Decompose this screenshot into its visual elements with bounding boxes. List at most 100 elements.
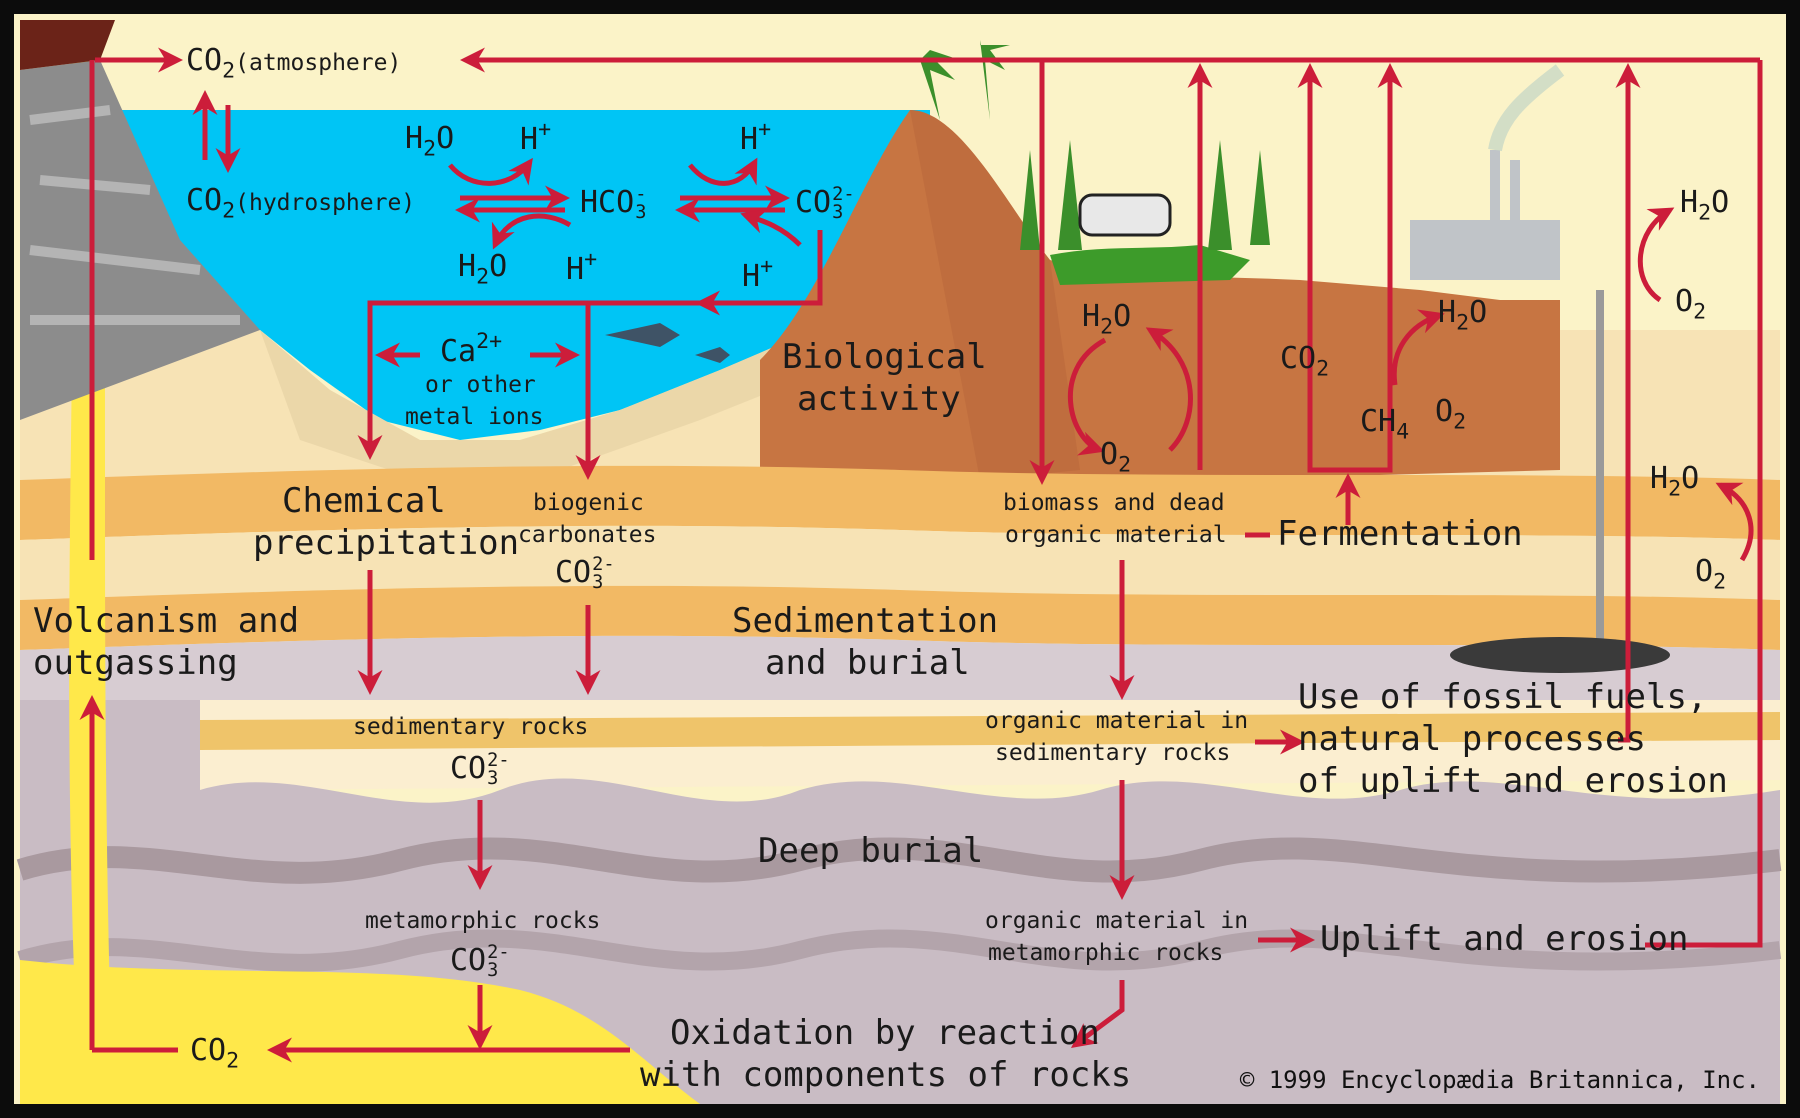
subscript: 2 (1698, 201, 1711, 226)
h-text: H (566, 252, 584, 287)
co-text: CO (186, 43, 222, 78)
h-text: H (740, 122, 758, 157)
h-text: H (1438, 295, 1456, 330)
h-text: H (742, 259, 760, 294)
subscript: 2 (1668, 477, 1681, 502)
o2-label: O2 (1675, 285, 1706, 325)
co-text: CO (450, 751, 486, 786)
superscript: + (538, 117, 551, 142)
metamorphic-rocks-label: metamorphic rocks (365, 908, 600, 934)
ch-text: CH (1360, 404, 1396, 439)
co-text: CO (1280, 341, 1316, 376)
atmosphere-text: (atmosphere) (235, 50, 401, 76)
biomass-label-1: biomass and dead (1003, 490, 1225, 516)
o-text: O (1681, 461, 1699, 496)
h-plus-label: H+ (742, 255, 773, 294)
superscript: 2- (832, 186, 854, 204)
co3-label: CO2-3 (795, 186, 855, 221)
ch4-label: CH4 (1360, 405, 1409, 445)
h2o-label: H2O (1680, 186, 1729, 226)
o-text: O (436, 121, 454, 156)
h2o-label: H2O (458, 250, 507, 290)
h-text: H (1680, 185, 1698, 220)
h-text: H (1650, 461, 1668, 496)
superscript: 2+ (476, 329, 502, 354)
biological-label-2: activity (797, 380, 961, 419)
subscript: 3 (487, 770, 509, 788)
subscript: 3 (592, 574, 614, 592)
deep-burial-label: Deep burial (758, 832, 983, 871)
hco-text: HCO (580, 185, 634, 220)
sedimentation-label-2: and burial (765, 644, 970, 683)
volcanism-label-1: Volcanism and (33, 602, 299, 641)
subscript: 2 (1453, 410, 1466, 435)
ca-line3: metal ions (405, 404, 543, 430)
chemical-label-2: precipitation (253, 524, 519, 563)
superscript: + (758, 117, 771, 142)
superscript: 2- (487, 944, 509, 962)
h-text: H (405, 121, 423, 156)
fossil-label-3: of uplift and erosion (1298, 762, 1728, 801)
hydrosphere-text: (hydrosphere) (235, 190, 415, 216)
ca-label: Ca2+ (440, 330, 502, 369)
fermentation-label: Fermentation (1277, 515, 1523, 554)
ca-line2: or other (425, 372, 536, 398)
h-plus-label: H+ (520, 118, 551, 157)
co-text: CO (450, 943, 486, 978)
h2o-label: H2O (1082, 300, 1131, 340)
chemical-label-1: Chemical (282, 482, 446, 521)
biogenic-label-1: biogenic (533, 490, 644, 516)
copyright-notice: © 1999 Encyclopædia Britannica, Inc. (1240, 1066, 1760, 1094)
o-text: O (1675, 284, 1693, 319)
subscript: 3 (832, 204, 854, 222)
co2-atmosphere-label: CO2(atmosphere) (186, 44, 401, 84)
subscript: 2 (476, 265, 489, 290)
subscript: 2 (1100, 315, 1113, 340)
subscript: 4 (1396, 420, 1409, 445)
fossil-label-1: Use of fossil fuels, (1298, 678, 1707, 717)
o2-label: O2 (1100, 438, 1131, 478)
subscript: 2 (1693, 300, 1706, 325)
oxidation-label-2: with components of rocks (640, 1056, 1131, 1095)
sedimentation-label-1: Sedimentation (732, 602, 998, 641)
co-text: CO (186, 183, 222, 218)
subscript: 2 (1713, 570, 1726, 595)
subscript: 2 (1118, 453, 1131, 478)
oxidation-label-1: Oxidation by reaction (670, 1014, 1100, 1053)
subscript: 3 (635, 204, 646, 222)
o-text: O (1695, 554, 1713, 589)
o-text: O (1469, 295, 1487, 330)
o-text: O (1711, 185, 1729, 220)
h-text: H (1082, 299, 1100, 334)
co-text: CO (795, 185, 831, 220)
h2o-label: H2O (405, 122, 454, 162)
o-text: O (1100, 437, 1118, 472)
organic-sed-label-2: sedimentary rocks (995, 740, 1230, 766)
ca-text: Ca (440, 334, 476, 369)
organic-sed-label-1: organic material in (985, 708, 1248, 734)
h-text: H (520, 122, 538, 157)
volcanism-label-2: outgassing (33, 644, 238, 683)
o-text: O (1435, 394, 1453, 429)
biomass-label-2: organic material (1005, 522, 1227, 548)
subscript: 2 (1316, 357, 1329, 382)
subscript: 2 (222, 59, 235, 84)
biological-label-1: Biological (782, 338, 987, 377)
h2o-label: H2O (1438, 296, 1487, 336)
organic-meta-label-1: organic material in (985, 908, 1248, 934)
subscript: 2 (423, 137, 436, 162)
superscript: 2- (592, 556, 614, 574)
hco3-label: HCO-3 (580, 186, 646, 221)
subscript: 2 (222, 199, 235, 224)
organic-meta-label-2: metamorphic rocks (988, 940, 1223, 966)
o2-label: O2 (1435, 395, 1466, 435)
o-text: O (489, 249, 507, 284)
subscript: 2 (1456, 311, 1469, 336)
co2-bottom-label: CO2 (190, 1034, 239, 1074)
biogenic-label-2: carbonates (518, 522, 656, 548)
h-plus-label: H+ (740, 118, 771, 157)
co2-hydrosphere-label: CO2(hydrosphere) (186, 184, 415, 224)
